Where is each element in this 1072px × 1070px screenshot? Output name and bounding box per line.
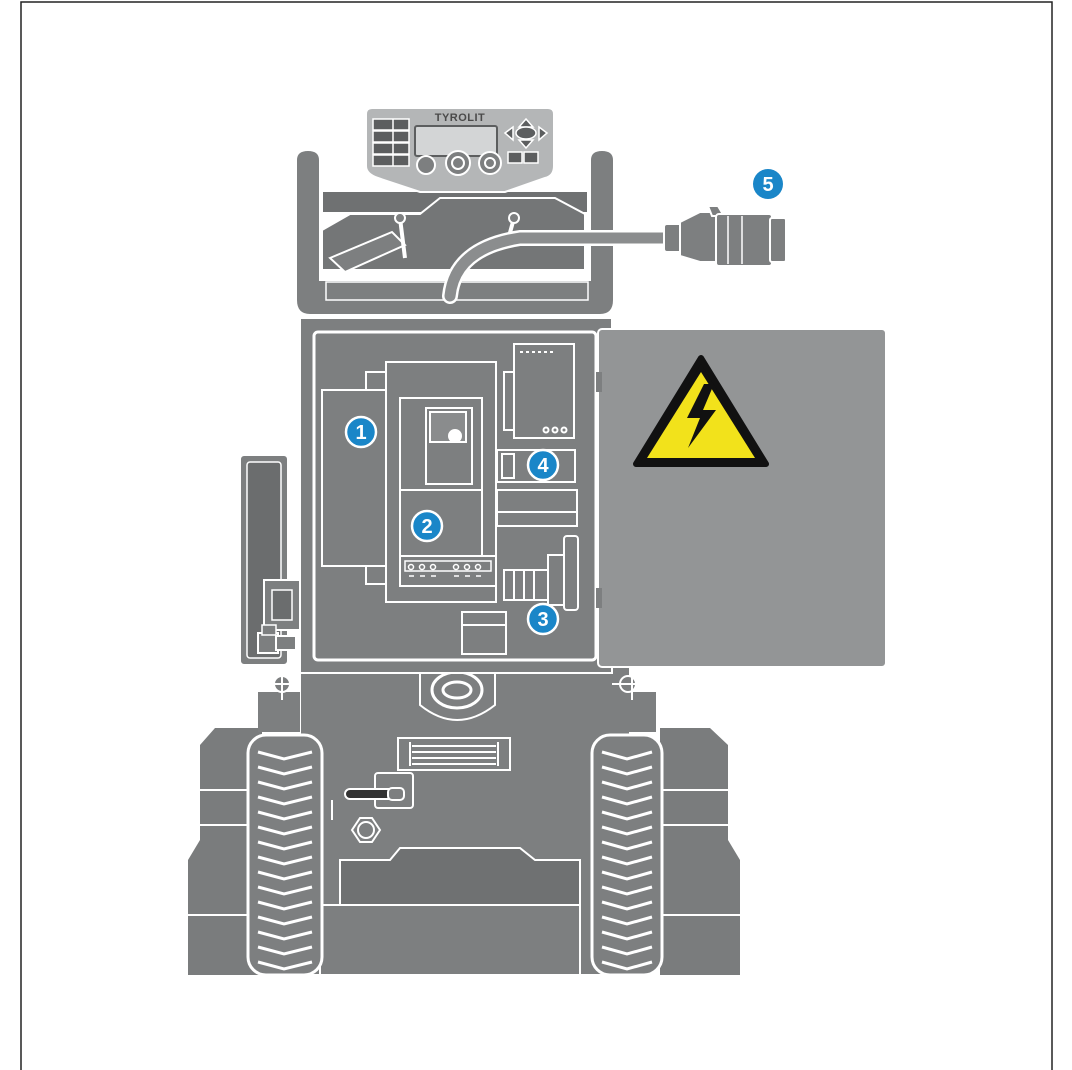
callout-number: 1 bbox=[355, 422, 366, 444]
panel-button-a bbox=[508, 152, 522, 163]
electrical-cabinet bbox=[300, 318, 612, 673]
cabinet-door bbox=[596, 329, 886, 667]
brand-label: TYROLIT bbox=[435, 112, 486, 124]
callout-2: 2 bbox=[412, 511, 442, 541]
panel-keypad-left bbox=[373, 119, 409, 166]
callout-number: 4 bbox=[537, 455, 549, 477]
callout-3: 3 bbox=[528, 604, 558, 634]
callout-number: 5 bbox=[762, 174, 773, 196]
callout-number: 2 bbox=[421, 516, 432, 538]
component-inverter bbox=[386, 362, 496, 602]
callout-number: 3 bbox=[537, 609, 548, 631]
panel-button-b bbox=[524, 152, 538, 163]
component-frequency-module bbox=[322, 372, 396, 584]
callout-1: 1 bbox=[346, 417, 376, 447]
control-panel: TYROLIT bbox=[366, 108, 554, 192]
radiator-grill bbox=[398, 738, 510, 770]
callout-5: 5 bbox=[753, 169, 783, 199]
callout-4: 4 bbox=[528, 450, 558, 480]
right-track-housing bbox=[660, 728, 740, 975]
component-breaker bbox=[462, 612, 506, 654]
component-power-supply bbox=[504, 344, 574, 438]
